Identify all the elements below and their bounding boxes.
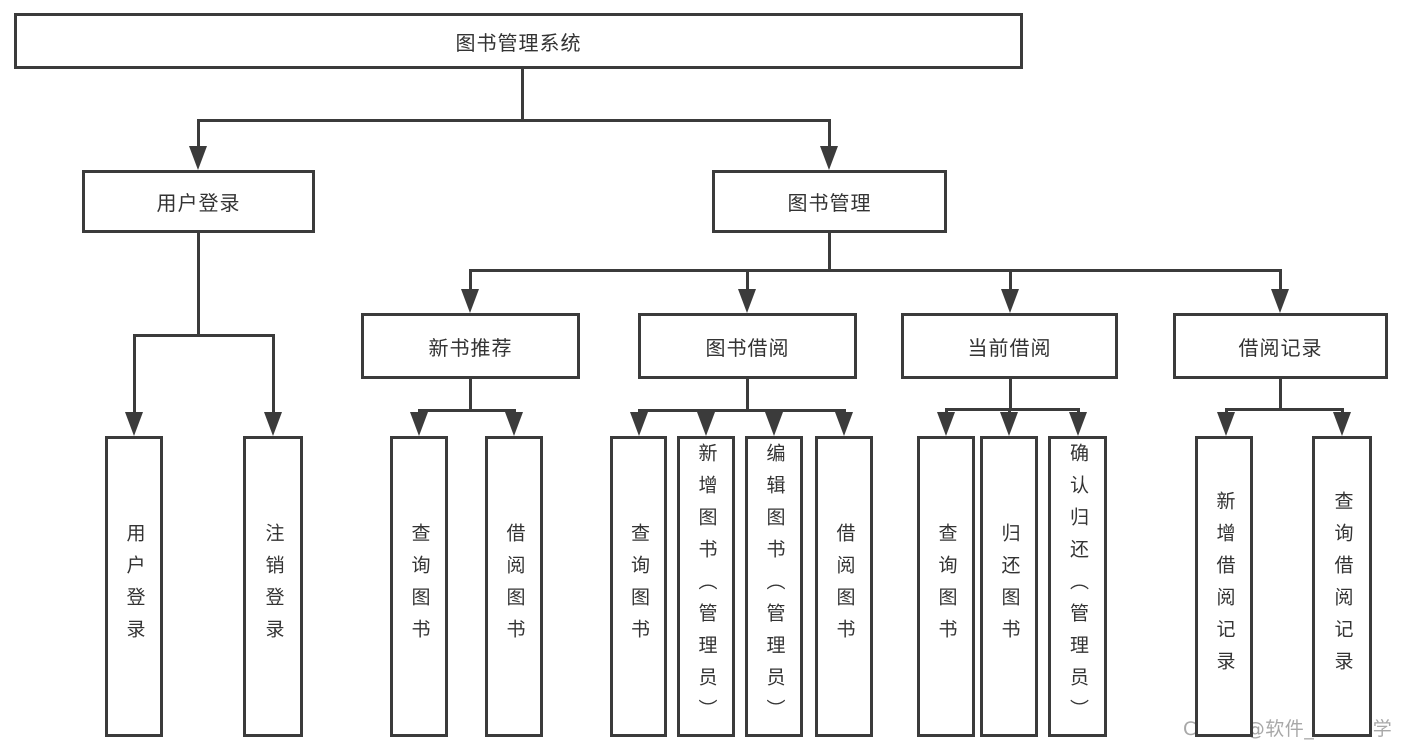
arrowhead-icon bbox=[820, 146, 838, 170]
connector-stem bbox=[196, 233, 200, 337]
connector-bar bbox=[637, 409, 846, 412]
connector-bar bbox=[417, 409, 516, 412]
node-label: 借阅图书 bbox=[833, 522, 856, 651]
arrowhead-icon bbox=[410, 412, 428, 436]
connector-arrow-shaft bbox=[827, 119, 831, 148]
connector-bar bbox=[944, 408, 1080, 411]
node-label: 图书管理 bbox=[787, 191, 872, 215]
connector-stem bbox=[1278, 379, 1282, 411]
connector-bar bbox=[1224, 408, 1344, 411]
node-leaf-user-login: 用户登录 bbox=[105, 436, 163, 737]
arrowhead-icon bbox=[937, 412, 955, 436]
node-label: 用户登录 bbox=[123, 522, 146, 651]
node-leaf-confirm-return: 确认归还（管理员） bbox=[1048, 436, 1107, 737]
connector-arrow-shaft bbox=[468, 269, 472, 291]
arrowhead-icon bbox=[461, 289, 479, 313]
node-label: 图书借阅 bbox=[705, 335, 790, 360]
node-leaf-query-borrow-record: 查询借阅记录 bbox=[1312, 436, 1372, 737]
node-label: 确认归还（管理员） bbox=[1067, 442, 1089, 731]
node-label: 用户登录 bbox=[156, 191, 241, 215]
node-label: 查询图书 bbox=[628, 522, 650, 651]
node-label: 查询图书 bbox=[408, 522, 431, 651]
connector-arrow-shaft bbox=[271, 334, 275, 414]
connector-arrow-shaft bbox=[944, 408, 948, 414]
node-label: 注销登录 bbox=[262, 522, 285, 651]
node-root: 图书管理系统 bbox=[14, 13, 1023, 69]
node-label: 编辑图书（管理员） bbox=[763, 442, 786, 731]
node-leaf-query-book-1: 查询图书 bbox=[390, 436, 448, 737]
connector-stem bbox=[520, 69, 524, 122]
node-label: 查询图书 bbox=[935, 522, 958, 651]
node-label: 借阅图书 bbox=[503, 522, 526, 651]
node-label: 新增借阅记录 bbox=[1213, 490, 1236, 683]
node-book-management: 图书管理 bbox=[712, 170, 947, 233]
node-label: 新增图书（管理员） bbox=[695, 442, 718, 731]
connector-arrow-shaft bbox=[1224, 408, 1228, 414]
arrowhead-icon bbox=[1069, 412, 1087, 436]
connector-bar bbox=[196, 119, 831, 122]
node-user-login: 用户登录 bbox=[82, 170, 315, 233]
connector-arrow-shaft bbox=[1278, 269, 1282, 291]
connector-arrow-shaft bbox=[1007, 408, 1011, 414]
connector-arrow-shaft bbox=[842, 409, 846, 414]
arrowhead-icon bbox=[1333, 412, 1351, 436]
arrowhead-icon bbox=[189, 146, 207, 170]
arrowhead-icon bbox=[125, 412, 143, 436]
node-borrow-records: 借阅记录 bbox=[1173, 313, 1388, 379]
node-leaf-logout: 注销登录 bbox=[243, 436, 303, 737]
node-new-book-recommend: 新书推荐 bbox=[361, 313, 580, 379]
arrowhead-icon bbox=[697, 412, 715, 436]
connector-stem bbox=[827, 233, 831, 272]
node-leaf-return-book: 归还图书 bbox=[980, 436, 1038, 737]
node-label: 新书推荐 bbox=[428, 335, 513, 360]
node-current-borrow: 当前借阅 bbox=[901, 313, 1118, 379]
node-label: 图书管理系统 bbox=[455, 30, 582, 55]
connector-arrow-shaft bbox=[1008, 269, 1012, 291]
arrowhead-icon bbox=[1217, 412, 1235, 436]
node-label: 查询借阅记录 bbox=[1331, 490, 1354, 683]
arrowhead-icon bbox=[264, 412, 282, 436]
connector-arrow-shaft bbox=[1076, 408, 1080, 414]
connector-arrow-shaft bbox=[637, 409, 641, 414]
node-leaf-add-borrow-record: 新增借阅记录 bbox=[1195, 436, 1253, 737]
connector-arrow-shaft bbox=[196, 119, 200, 148]
node-leaf-query-book-2: 查询图书 bbox=[610, 436, 667, 737]
arrowhead-icon bbox=[765, 412, 783, 436]
node-book-borrow: 图书借阅 bbox=[638, 313, 857, 379]
connector-arrow-shaft bbox=[704, 409, 708, 414]
arrowhead-icon bbox=[630, 412, 648, 436]
arrowhead-icon bbox=[1000, 412, 1018, 436]
connector-arrow-shaft bbox=[772, 409, 776, 414]
connector-arrow-shaft bbox=[1340, 408, 1344, 414]
arrowhead-icon bbox=[835, 412, 853, 436]
node-label: 借阅记录 bbox=[1238, 335, 1323, 360]
connector-arrow-shaft bbox=[512, 409, 516, 414]
node-label: 归还图书 bbox=[998, 522, 1021, 651]
node-leaf-edit-book: 编辑图书（管理员） bbox=[745, 436, 803, 737]
node-leaf-borrow-book-2: 借阅图书 bbox=[815, 436, 873, 737]
connector-stem bbox=[468, 379, 472, 412]
connector-bar bbox=[468, 269, 1282, 272]
arrowhead-icon bbox=[1001, 289, 1019, 313]
connector-arrow-shaft bbox=[417, 409, 421, 414]
node-label: 当前借阅 bbox=[967, 335, 1052, 360]
connector-arrow-shaft bbox=[745, 269, 749, 291]
arrowhead-icon bbox=[505, 412, 523, 436]
arrowhead-icon bbox=[1271, 289, 1289, 313]
node-leaf-borrow-book-1: 借阅图书 bbox=[485, 436, 543, 737]
connector-arrow-shaft bbox=[132, 334, 136, 414]
node-leaf-query-book-3: 查询图书 bbox=[917, 436, 975, 737]
arrowhead-icon bbox=[738, 289, 756, 313]
connector-stem bbox=[1008, 379, 1012, 411]
connector-bar bbox=[132, 334, 275, 337]
connector-stem bbox=[745, 379, 749, 412]
node-leaf-add-book: 新增图书（管理员） bbox=[677, 436, 735, 737]
